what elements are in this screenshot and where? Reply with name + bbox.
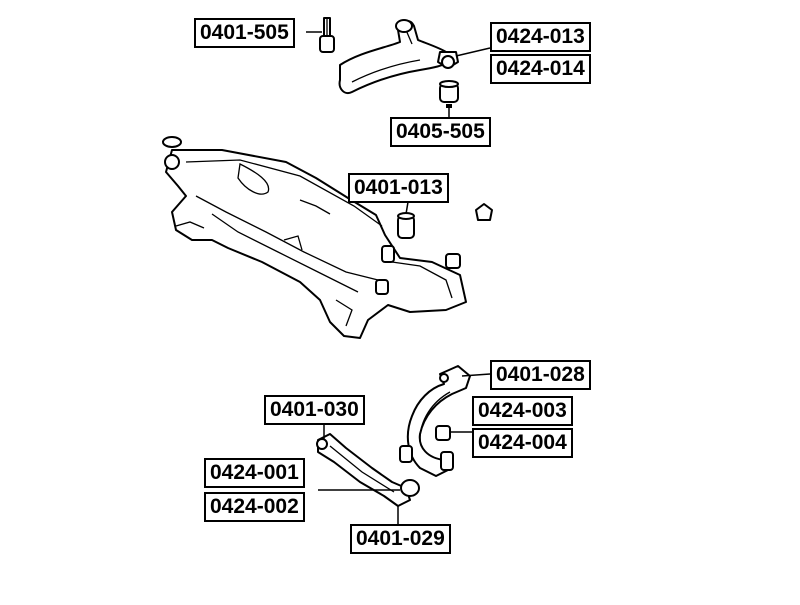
lower-rear-arm: [406, 365, 471, 477]
part-label-0401-029: 0401-029: [350, 524, 451, 554]
upper-bolt: [319, 17, 335, 53]
part-label-0424-014: 0424-014: [490, 54, 591, 84]
part-label-0401-505: 0401-505: [194, 18, 295, 48]
subframe: [164, 149, 467, 339]
part-label-0401-028: 0401-028: [490, 360, 591, 390]
part-label-0424-001: 0424-001: [204, 458, 305, 488]
part-label-0424-004: 0424-004: [472, 428, 573, 458]
upper-bushing: [439, 80, 459, 108]
part-label-0424-002: 0424-002: [204, 492, 305, 522]
lower-front-arm: [316, 433, 420, 507]
part-label-0405-505: 0405-505: [390, 117, 491, 147]
part-label-0401-013: 0401-013: [348, 173, 449, 203]
leader-lines: [306, 31, 491, 526]
subframe-mount-bushings: [162, 136, 493, 269]
part-label-0424-013: 0424-013: [490, 22, 591, 52]
upper-control-arm: [338, 19, 459, 94]
part-label-0424-003: 0424-003: [472, 396, 573, 426]
part-label-0401-030: 0401-030: [264, 395, 365, 425]
